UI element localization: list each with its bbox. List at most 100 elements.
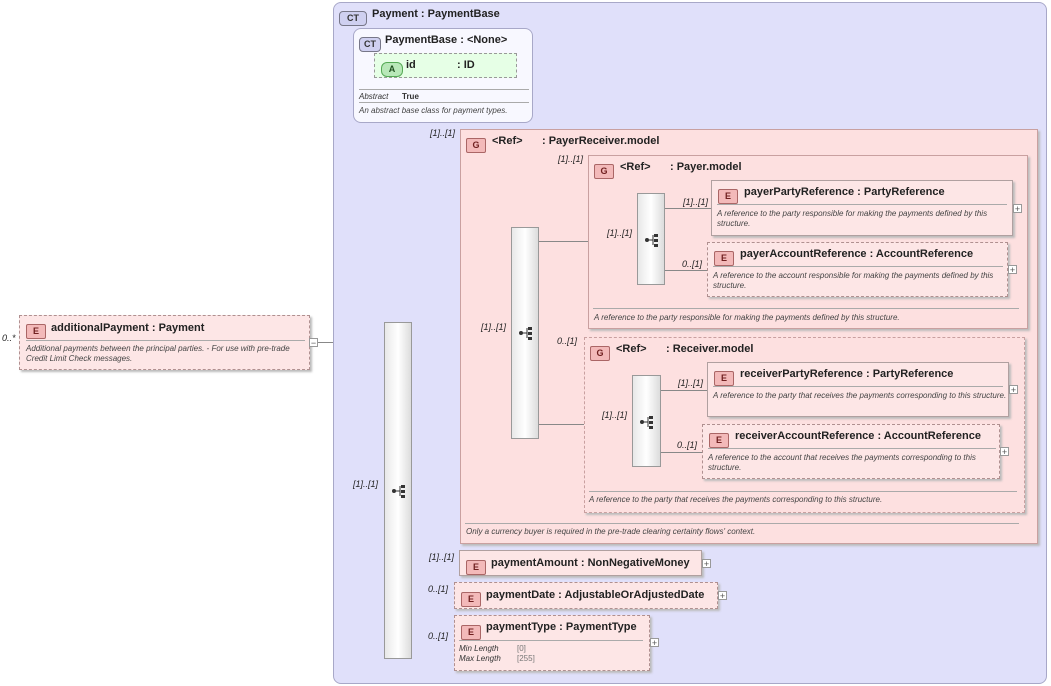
- element-name: paymentType: [486, 621, 557, 633]
- abstract-label: Abstract: [359, 92, 389, 101]
- root-element-box[interactable]: E additionalPayment : Payment Additional…: [19, 315, 310, 370]
- expand-toggle[interactable]: +: [650, 638, 659, 648]
- connector-line: [539, 424, 585, 425]
- element-badge: E: [714, 251, 734, 266]
- group-description: A reference to the party that receives t…: [589, 495, 883, 504]
- collapse-toggle[interactable]: −: [309, 338, 318, 348]
- element-type: : PartyReference: [865, 368, 954, 380]
- element-type: : PartyReference: [857, 186, 945, 198]
- expand-toggle[interactable]: +: [1000, 447, 1009, 457]
- expand-toggle[interactable]: +: [702, 559, 711, 569]
- element-type: : AccountReference: [877, 430, 981, 442]
- expand-toggle[interactable]: +: [718, 591, 727, 601]
- group-description: A reference to the party responsible for…: [594, 313, 900, 322]
- sequence-icon: [392, 485, 405, 498]
- element-type: : AccountReference: [869, 248, 974, 260]
- element-multiplicity: 0..[1]: [428, 584, 449, 594]
- element-type: : PaymentType: [559, 621, 637, 633]
- connector-line: [665, 208, 711, 209]
- base-type-type: : <None>: [460, 34, 508, 46]
- sequence-icon: [640, 416, 653, 429]
- element-badge: E: [461, 625, 481, 640]
- complex-type-badge: CT: [339, 11, 367, 26]
- connector-line: [661, 390, 707, 391]
- element-badge: E: [466, 560, 486, 575]
- complex-type-name: Payment: [372, 8, 418, 20]
- abstract-value: True: [402, 92, 419, 101]
- group-multiplicity: [1]..[1]: [558, 154, 584, 164]
- connector-line: [539, 241, 590, 242]
- element-type: : AdjustableOrAdjustedDate: [558, 589, 705, 601]
- payer-sequence: [637, 193, 665, 285]
- expand-toggle[interactable]: +: [1009, 385, 1018, 395]
- element-multiplicity: [1]..[1]: [678, 378, 704, 388]
- element-payerpartyreference[interactable]: E payerPartyReference : PartyReference A…: [711, 180, 1013, 236]
- element-multiplicity: [1]..[1]: [429, 552, 455, 562]
- group-badge: G: [594, 164, 614, 179]
- min-length-label: Min Length: [459, 644, 499, 653]
- element-multiplicity: 0..[1]: [677, 440, 698, 450]
- expand-toggle[interactable]: +: [1013, 204, 1022, 214]
- receiver-sequence: [632, 375, 661, 467]
- complex-type-badge: CT: [359, 37, 381, 52]
- root-element-name: additionalPayment: [51, 322, 149, 334]
- expand-toggle[interactable]: +: [1008, 265, 1017, 275]
- element-badge: E: [718, 189, 738, 204]
- base-type-name: PaymentBase: [385, 34, 458, 46]
- connector-line: [661, 452, 702, 453]
- group-badge: G: [466, 138, 486, 153]
- sequence-icon: [519, 327, 532, 340]
- group-description: Only a currency buyer is required in the…: [466, 527, 756, 536]
- main-sequence: [384, 322, 412, 659]
- element-badge: E: [714, 371, 734, 386]
- sequence-multiplicity: [1]..[1]: [353, 479, 379, 489]
- element-receiveraccountreference[interactable]: E receiverAccountReference : AccountRefe…: [702, 424, 1000, 479]
- sequence-multiplicity: [1]..[1]: [607, 228, 633, 238]
- element-payeraccountreference[interactable]: E payerAccountReference : AccountReferen…: [707, 242, 1008, 297]
- element-badge: E: [26, 324, 46, 339]
- element-paymentdate[interactable]: E paymentDate : AdjustableOrAdjustedDate: [454, 582, 718, 609]
- connector-line: [318, 342, 343, 343]
- element-description: A reference to the account responsible f…: [713, 271, 994, 290]
- element-paymenttype[interactable]: E paymentType : PaymentType Min Length […: [454, 615, 650, 671]
- element-badge: E: [709, 433, 729, 448]
- group-multiplicity: [1]..[1]: [430, 128, 456, 138]
- sequence-icon: [645, 234, 658, 247]
- root-description: Additional payments between the principa…: [26, 344, 290, 363]
- attribute-id[interactable]: A id : ID: [374, 53, 517, 78]
- element-description: A reference to the party responsible for…: [717, 209, 988, 228]
- sequence-multiplicity: [1]..[1]: [602, 410, 628, 420]
- group-name: : Receiver.model: [666, 343, 754, 355]
- element-name: payerPartyReference: [744, 186, 855, 198]
- root-multiplicity: 0..*: [2, 333, 16, 343]
- element-description: A reference to the party that receives t…: [713, 391, 1007, 400]
- element-multiplicity: 0..[1]: [428, 631, 449, 641]
- attribute-type: : ID: [457, 59, 475, 71]
- element-name: receiverPartyReference: [740, 368, 863, 380]
- base-description: An abstract base class for payment types…: [359, 106, 508, 115]
- element-paymentamount[interactable]: E paymentAmount : NonNegativeMoney: [459, 550, 702, 576]
- group-name: : PayerReceiver.model: [542, 135, 660, 147]
- root-element-type: : Payment: [151, 322, 205, 334]
- group-badge: G: [590, 346, 610, 361]
- element-description: A reference to the account that receives…: [708, 453, 976, 472]
- max-length-label: Max Length: [459, 654, 501, 663]
- attribute-badge: A: [381, 62, 403, 77]
- payerreceiver-sequence: [511, 227, 539, 439]
- connector-line: [665, 270, 707, 271]
- group-name: : Payer.model: [670, 161, 742, 173]
- element-multiplicity: 0..[1]: [682, 259, 703, 269]
- complex-type-base: : PaymentBase: [420, 8, 500, 20]
- element-badge: E: [461, 592, 481, 607]
- element-name: payerAccountReference: [740, 248, 867, 260]
- element-receiverpartyreference[interactable]: E receiverPartyReference : PartyReferenc…: [707, 362, 1009, 417]
- complex-type-paymentbase: CT PaymentBase : <None> A id : ID Abstra…: [353, 28, 533, 123]
- group-multiplicity: 0..[1]: [557, 336, 578, 346]
- max-length-value: [255]: [517, 654, 535, 663]
- min-length-value: [0]: [517, 644, 526, 653]
- group-ref: <Ref>: [616, 343, 647, 355]
- element-name: receiverAccountReference: [735, 430, 875, 442]
- element-name: paymentAmount: [491, 557, 578, 569]
- element-multiplicity: [1]..[1]: [683, 197, 709, 207]
- element-name: paymentDate: [486, 589, 556, 601]
